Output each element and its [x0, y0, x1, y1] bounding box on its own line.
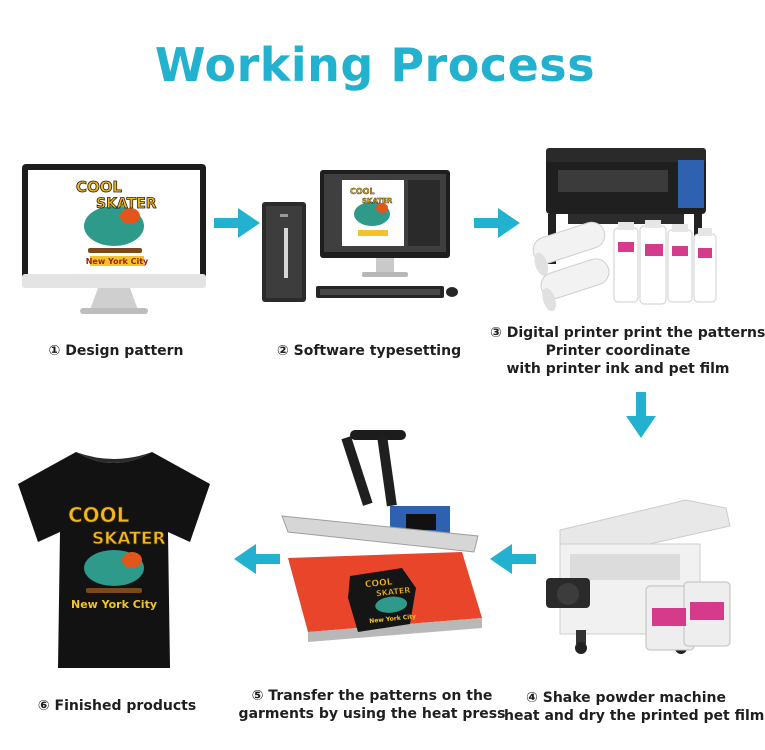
step1-caption: ① Design pattern [18, 342, 214, 360]
svg-text:COOL: COOL [364, 577, 393, 590]
step2-label: ② Software typesetting [276, 343, 462, 359]
step2-caption: ② Software typesetting [262, 342, 476, 360]
step3-line1: ③ Digital printer print the patterns [490, 325, 765, 341]
step5-line2: garments by using the heat press [238, 706, 506, 722]
step4-caption: ④ Shake powder machine heat and dry the … [504, 689, 765, 725]
arrow-right-icon [474, 208, 520, 238]
step2-desktop-image: COOL SKATER [262, 170, 458, 302]
step3-line2: Printer coordinate [545, 343, 691, 359]
step5-heat-press-image: COOL SKATER New York City [281, 430, 482, 642]
step1-label: ① Design pattern [48, 343, 184, 359]
step5-caption: ⑤ Transfer the patterns on the garments … [238, 687, 506, 723]
step6-label: ⑥ Finished products [37, 698, 197, 714]
artwork-city: New York City [86, 257, 149, 266]
svg-text:New York City: New York City [369, 613, 416, 625]
svg-text:SKATER: SKATER [362, 197, 393, 205]
tshirt-cool: COOL [68, 503, 130, 527]
step4-line2: heat and dry the printed pet film [504, 708, 765, 724]
step6-tshirt-image: COOL SKATER New York City [18, 452, 210, 668]
tshirt-city: New York City [71, 598, 157, 611]
step3-caption: ③ Digital printer print the patterns Pri… [490, 324, 765, 378]
step5-line1: ⑤ Transfer the patterns on the [251, 688, 493, 704]
artwork-cool: COOL [76, 178, 123, 196]
step3-printer-image [532, 148, 717, 312]
arrow-left-icon [234, 544, 280, 574]
artwork-skater: SKATER [96, 196, 157, 212]
arrow-left-icon [490, 544, 536, 574]
arrow-right-icon [214, 208, 260, 238]
step4-shake-powder-machine-image [546, 499, 731, 654]
step1-monitor-image: COOL SKATER New York City [22, 164, 206, 314]
svg-text:SKATER: SKATER [375, 586, 410, 599]
page-title: Working Process [154, 38, 596, 92]
tshirt-skater: SKATER [92, 529, 166, 549]
arrow-down-icon [626, 392, 656, 438]
svg-text:COOL: COOL [350, 187, 375, 196]
step3-line3: with printer ink and pet film [506, 361, 730, 377]
step6-caption: ⑥ Finished products [14, 697, 220, 715]
step4-line1: ④ Shake powder machine [526, 690, 726, 706]
